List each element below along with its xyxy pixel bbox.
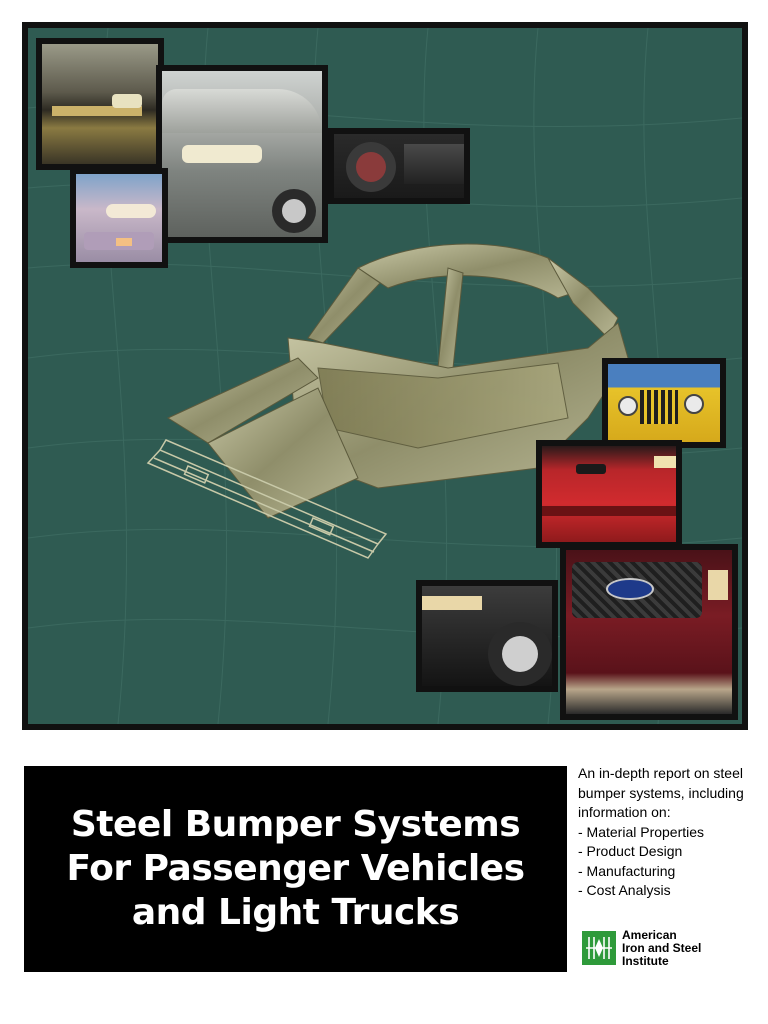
minivan-headlight-photo xyxy=(70,168,168,268)
topic-item: - Product Design xyxy=(578,843,683,859)
title-block: Steel Bumper Systems For Passenger Vehic… xyxy=(24,766,567,972)
cover-background-panel xyxy=(28,28,742,724)
title-line-1: Steel Bumper Systems xyxy=(70,804,521,845)
cover-illustration xyxy=(22,22,748,730)
red-pickup-grille-photo xyxy=(560,544,738,720)
publisher-line: American xyxy=(622,928,677,942)
red-car-wheel-photo xyxy=(328,128,470,204)
topic-item: - Material Properties xyxy=(578,823,705,840)
description-intro: An in-depth report on steel bumper syste… xyxy=(578,765,744,820)
pickup-truck-front-photo xyxy=(36,38,164,170)
topic-item: - Manufacturing xyxy=(578,862,676,879)
yellow-jeep-grille-photo xyxy=(602,358,726,448)
title-line-3: and Light Trucks xyxy=(131,892,460,933)
steel-institute-logo-icon xyxy=(582,931,616,965)
silver-sedan-front-photo xyxy=(156,65,328,243)
dark-suv-wheel-photo xyxy=(416,580,558,692)
title-line-2: For Passenger Vehicles xyxy=(66,848,525,889)
publisher-line: Iron and Steel xyxy=(622,941,702,955)
topic-list: - Material Properties - Product Design -… xyxy=(578,823,758,901)
topic-item: - Cost Analysis xyxy=(578,882,671,898)
report-description: An in-depth report on steel bumper syste… xyxy=(578,764,758,901)
aisi-logo: American Iron and Steel Institute xyxy=(580,927,750,971)
publisher-name: American Iron and Steel Institute xyxy=(622,929,701,968)
red-sports-car-front-photo xyxy=(536,440,682,548)
publisher-line: Institute xyxy=(622,954,669,968)
